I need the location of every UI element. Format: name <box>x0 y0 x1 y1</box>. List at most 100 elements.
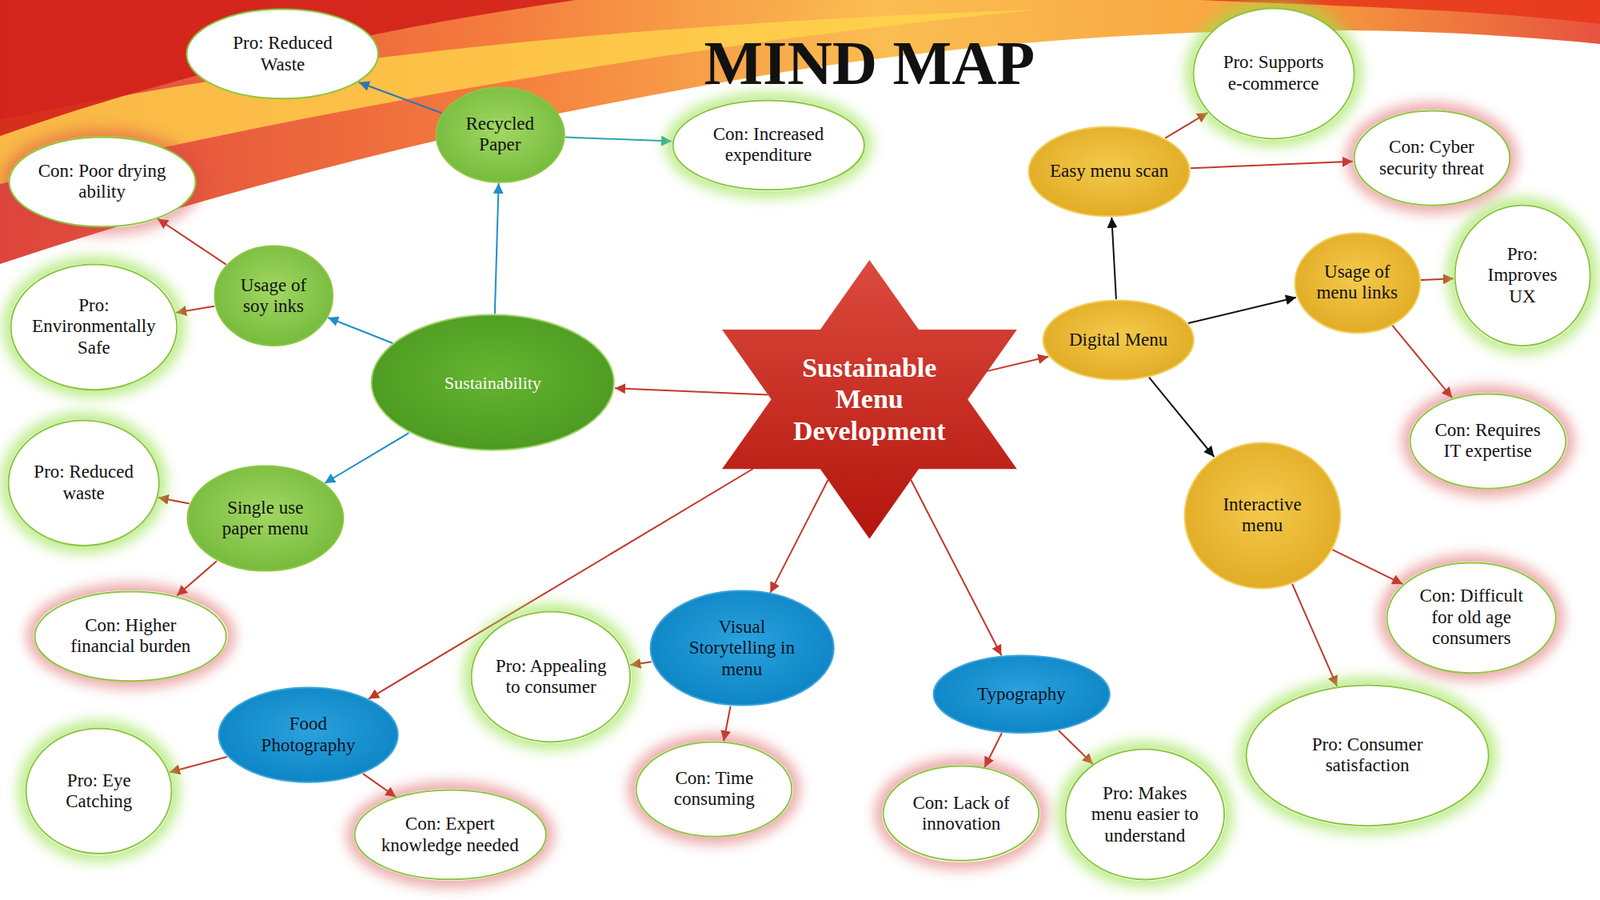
topic-ellipse: Interactive menu <box>1183 441 1342 590</box>
con-bubble: Con: Requires IT expertise <box>1408 392 1568 490</box>
pro-bubble: Pro: Reduced waste <box>7 418 160 547</box>
node-label: Con: Increased expenditure <box>698 123 839 167</box>
text-wrap: Con: Increased expenditure <box>698 123 839 167</box>
node-label: Pro: Eye Catching <box>45 770 152 813</box>
text-wrap: Pro: Reduced Waste <box>212 32 353 76</box>
text-wrap: Easy menu scan <box>1049 160 1169 182</box>
subtopic-circle: Recycled Paper <box>434 86 566 184</box>
ellipse-outline <box>883 766 1040 861</box>
node-label: Pro: Appealing to consumer <box>493 655 610 699</box>
text-wrap: Pro: Reduced waste <box>28 461 140 504</box>
pro-bubble: Pro: Appealing to consumer <box>470 610 632 743</box>
branch-arrow <box>494 183 499 314</box>
ellipse-outline <box>8 136 196 227</box>
subtopic-circle: Single use paper menu <box>186 464 345 572</box>
node-label: Con: Requires IT expertise <box>1430 419 1545 463</box>
ellipse-outline <box>1029 126 1190 216</box>
text-wrap: Con: Lack of innovation <box>904 792 1018 835</box>
text-wrap: Visual Storytelling in menu <box>675 616 808 680</box>
branch-arrow <box>1392 325 1453 399</box>
ellipse-outline <box>1245 685 1489 826</box>
branch-arrow <box>614 387 769 395</box>
branch-arrow <box>175 306 215 313</box>
branch-arrow <box>158 497 190 504</box>
node-label: Interactive menu <box>1203 494 1321 537</box>
node-label: Pro: Supports e-commerce <box>1214 51 1333 95</box>
node-label: Easy menu scan <box>1049 160 1169 182</box>
ellipse-outline <box>1294 232 1421 333</box>
text-wrap: Con: Difficult for old age consumers <box>1412 585 1531 649</box>
branch-arrow <box>324 432 409 483</box>
text-wrap: Pro: Appealing to consumer <box>493 655 610 699</box>
con-bubble: Con: Poor drying ability <box>7 135 197 228</box>
topic-ellipse: Digital Menu <box>1041 299 1195 381</box>
branch-arrow <box>723 706 731 742</box>
ellipse-outline <box>672 99 864 190</box>
node-label: Pro: Reduced Waste <box>212 32 353 76</box>
ellipse-outline <box>35 590 227 681</box>
ellipse-outline <box>187 9 379 100</box>
branch-arrow <box>157 219 227 265</box>
text-wrap: Typography <box>977 683 1066 705</box>
node-label: Con: Difficult for old age consumers <box>1412 585 1531 649</box>
node-label: Con: Expert knowledge needed <box>379 813 520 856</box>
text-wrap: Food Photography <box>240 713 376 756</box>
branch-arrow <box>984 732 1002 767</box>
ellipse-outline <box>650 590 834 706</box>
ellipse-outline <box>1353 111 1510 206</box>
branch-arrow <box>770 479 828 593</box>
node-label: Con: Poor drying ability <box>34 160 171 204</box>
node-label: Usage of soy inks <box>228 275 318 318</box>
topic-ellipse: Visual Storytelling in menu <box>649 589 835 707</box>
text-wrap: Digital Menu <box>1069 329 1168 351</box>
node-label: Single use paper menu <box>207 497 324 540</box>
node-label: Sustainability <box>444 372 542 393</box>
ellipse-outline <box>435 87 564 182</box>
text-wrap: Con: Poor drying ability <box>34 160 171 204</box>
con-bubble: Con: Time consuming <box>634 740 794 838</box>
branch-arrow <box>327 317 393 344</box>
branch-arrow <box>1058 730 1094 764</box>
text-wrap: Pro: Eye Catching <box>45 770 152 813</box>
star-outline <box>722 259 1018 539</box>
ellipse-outline <box>1042 299 1194 380</box>
ellipse-outline <box>1387 562 1557 673</box>
con-bubble: Con: Higher financial burden <box>33 590 228 683</box>
pro-bubble: Pro: Environmentally Safe <box>9 263 179 392</box>
node-label: Pro: Improves UX <box>1472 243 1573 308</box>
branch-arrow <box>169 756 228 772</box>
ellipse-outline <box>218 687 398 783</box>
pro-bubble: Con: Increased expenditure <box>671 99 866 192</box>
text-wrap: Sustainable Menu Development <box>778 351 962 446</box>
ellipse-outline <box>471 611 631 743</box>
node-label: Pro: Reduced waste <box>28 461 140 504</box>
text-wrap: Con: Requires IT expertise <box>1430 419 1545 463</box>
ellipse-outline <box>1193 7 1354 139</box>
pro-bubble: Pro: Supports e-commerce <box>1192 7 1356 140</box>
ellipse-outline <box>1409 393 1566 488</box>
text-wrap: Pro: Makes menu easier to understand <box>1086 782 1203 846</box>
node-label: Visual Storytelling in menu <box>675 616 808 680</box>
node-label: Pro: Consumer satisfaction <box>1279 734 1457 777</box>
ellipse-outline <box>7 419 159 546</box>
text-wrap: Recycled Paper <box>451 113 549 156</box>
central-star: Sustainable Menu Development <box>722 259 1018 539</box>
ellipse-outline <box>371 315 615 451</box>
branch-arrow <box>1292 583 1337 687</box>
topic-ellipse: Easy menu scan <box>1027 125 1191 218</box>
node-label: Con: Cyber security threat <box>1374 136 1489 180</box>
text-wrap: Single use paper menu <box>207 497 324 540</box>
branch-arrow <box>1420 278 1454 280</box>
text-wrap: Pro: Consumer satisfaction <box>1279 734 1457 777</box>
branch-arrow <box>987 356 1049 372</box>
text-wrap: Pro: Supports e-commerce <box>1214 51 1333 95</box>
text-wrap: Con: Time consuming <box>657 767 771 810</box>
pro-bubble: Pro: Improves UX <box>1453 203 1592 348</box>
branch-arrow <box>630 661 652 665</box>
branch-arrow <box>565 137 672 142</box>
text-wrap: Interactive menu <box>1203 494 1321 537</box>
node-label: Typography <box>977 683 1066 705</box>
branch-arrow <box>363 773 396 797</box>
ellipse-outline <box>26 728 172 854</box>
pro-bubble: Pro: Consumer satisfaction <box>1244 683 1490 827</box>
